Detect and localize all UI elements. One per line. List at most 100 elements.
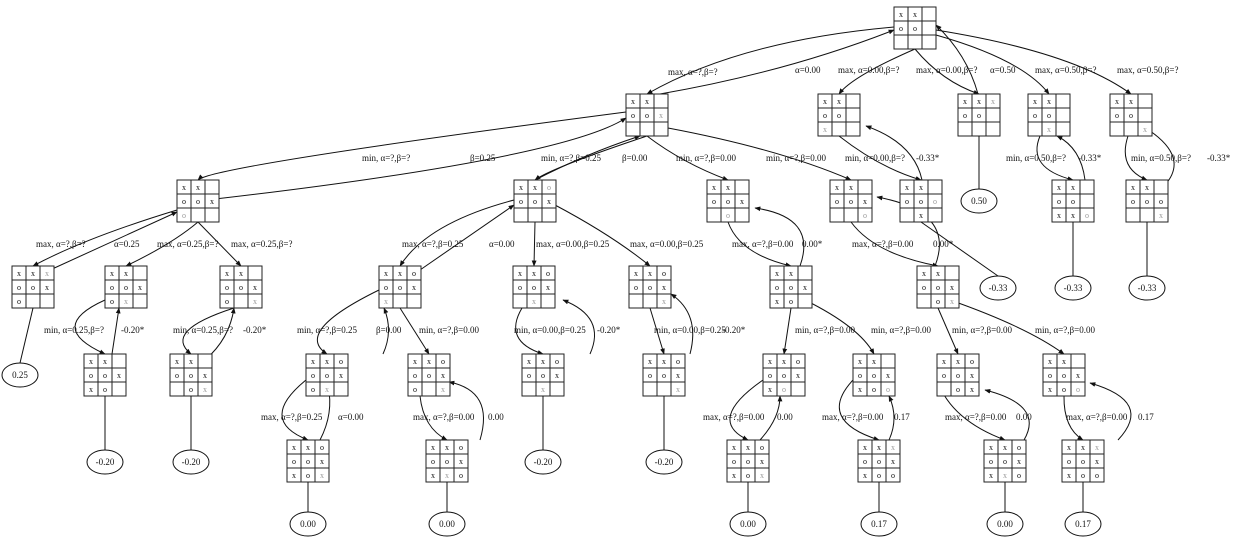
board-cell (921, 20, 937, 36)
edge-l2-child-return (111, 307, 121, 355)
board-cell (204, 179, 220, 195)
o-mark: o (634, 283, 638, 292)
x-mark: x (872, 357, 876, 366)
x-mark: x (886, 371, 890, 380)
leaf-value-ellipse (986, 511, 1024, 537)
o-mark: o (936, 297, 940, 306)
x-mark: x (970, 385, 974, 394)
x-mark: x (1047, 125, 1051, 134)
o-mark: o (905, 197, 909, 206)
o-mark: o (936, 283, 940, 292)
x-mark: x (445, 471, 449, 480)
o-mark: o (837, 111, 841, 120)
board-cell (1137, 107, 1153, 123)
leaf-value-ellipse (289, 511, 327, 537)
x-mark: x (1115, 97, 1119, 106)
board-cell (797, 265, 813, 281)
board-cell (957, 121, 973, 137)
edge-label: min, α=?,β=0.00 (419, 325, 479, 335)
board-cell (670, 381, 686, 397)
leaf-value: 0.17 (1075, 519, 1091, 529)
o-mark: o (977, 111, 981, 120)
x-mark: x (919, 211, 923, 220)
edge-label: -0.33* (1207, 153, 1231, 163)
x-mark: x (899, 10, 903, 19)
x-mark: x (936, 269, 940, 278)
edge-n1-n8 (646, 135, 729, 181)
o-mark: o (899, 24, 903, 33)
edge-root-n4 (935, 34, 1050, 95)
x-mark: x (45, 283, 49, 292)
x-mark: x (541, 357, 545, 366)
o-mark: o (922, 283, 926, 292)
edge-label: max, α=?,β=0.00 (703, 412, 765, 422)
edge-label: min, α=?,β=0.25 (541, 153, 601, 163)
edge-label: max, α=0.00,β=0.25 (536, 239, 610, 249)
board-cell (314, 467, 330, 483)
edge-label: 0.00 (488, 412, 504, 422)
x-mark: x (1003, 443, 1007, 452)
x-mark: x (768, 357, 772, 366)
o-mark: o (782, 371, 786, 380)
edge-label: max, α=?,β=0.00 (945, 412, 1007, 422)
edge-label: max, α=?,β=0.00 (732, 239, 794, 249)
x-mark: x (1067, 443, 1071, 452)
edge-n6-l1 (32, 209, 178, 267)
edge-label: min, α=?,β=0.25 (297, 325, 357, 335)
x-mark: x (384, 297, 388, 306)
x-mark: x (858, 385, 862, 394)
leaf-value-ellipse (86, 449, 124, 475)
x-mark: x (863, 443, 867, 452)
edge-label: -0.20* (597, 325, 621, 335)
board-cell (639, 121, 655, 137)
x-mark: x (1048, 385, 1052, 394)
o-mark: o (239, 283, 243, 292)
o-mark: o (431, 457, 435, 466)
board-cell (642, 293, 658, 309)
o-mark: o (726, 197, 730, 206)
edge-l8-n18 (937, 307, 959, 355)
board-cell (247, 265, 263, 281)
edge-l7-n8-return (754, 206, 805, 267)
board-cell (829, 207, 845, 223)
o-mark: o (1076, 385, 1080, 394)
o-mark: o (31, 283, 35, 292)
x-mark: x (320, 471, 324, 480)
o-mark: o (891, 471, 895, 480)
edge-label: -0.33* (1078, 153, 1102, 163)
x-mark: x (1071, 183, 1075, 192)
o-mark: o (789, 283, 793, 292)
o-mark: o (989, 457, 993, 466)
board-cell (885, 467, 901, 483)
x-mark: x (1095, 443, 1099, 452)
o-mark: o (662, 269, 666, 278)
o-mark: o (427, 371, 431, 380)
board-cell (944, 293, 960, 309)
board-cell (132, 265, 148, 281)
edge-label: max, α=0.25,β=? (157, 239, 218, 249)
edge-label: 0.17 (894, 412, 910, 422)
o-mark: o (746, 457, 750, 466)
board-cell (1055, 121, 1071, 137)
leaf-value-ellipse (1064, 511, 1102, 537)
edge-l4-n14 (316, 289, 380, 355)
board-cell (893, 34, 909, 50)
x-mark: x (950, 283, 954, 292)
o-mark: o (1003, 457, 1007, 466)
o-mark: o (863, 457, 867, 466)
o-mark: o (1131, 197, 1135, 206)
edge-l1-n6-return (49, 211, 178, 271)
x-mark: x (519, 183, 523, 192)
o-mark: o (775, 283, 779, 292)
edge-l11-n16-return (759, 395, 783, 441)
x-mark: x (942, 357, 946, 366)
x-mark: x (1048, 357, 1052, 366)
o-mark: o (732, 457, 736, 466)
o-mark: o (1033, 111, 1037, 120)
x-mark: x (292, 443, 296, 452)
